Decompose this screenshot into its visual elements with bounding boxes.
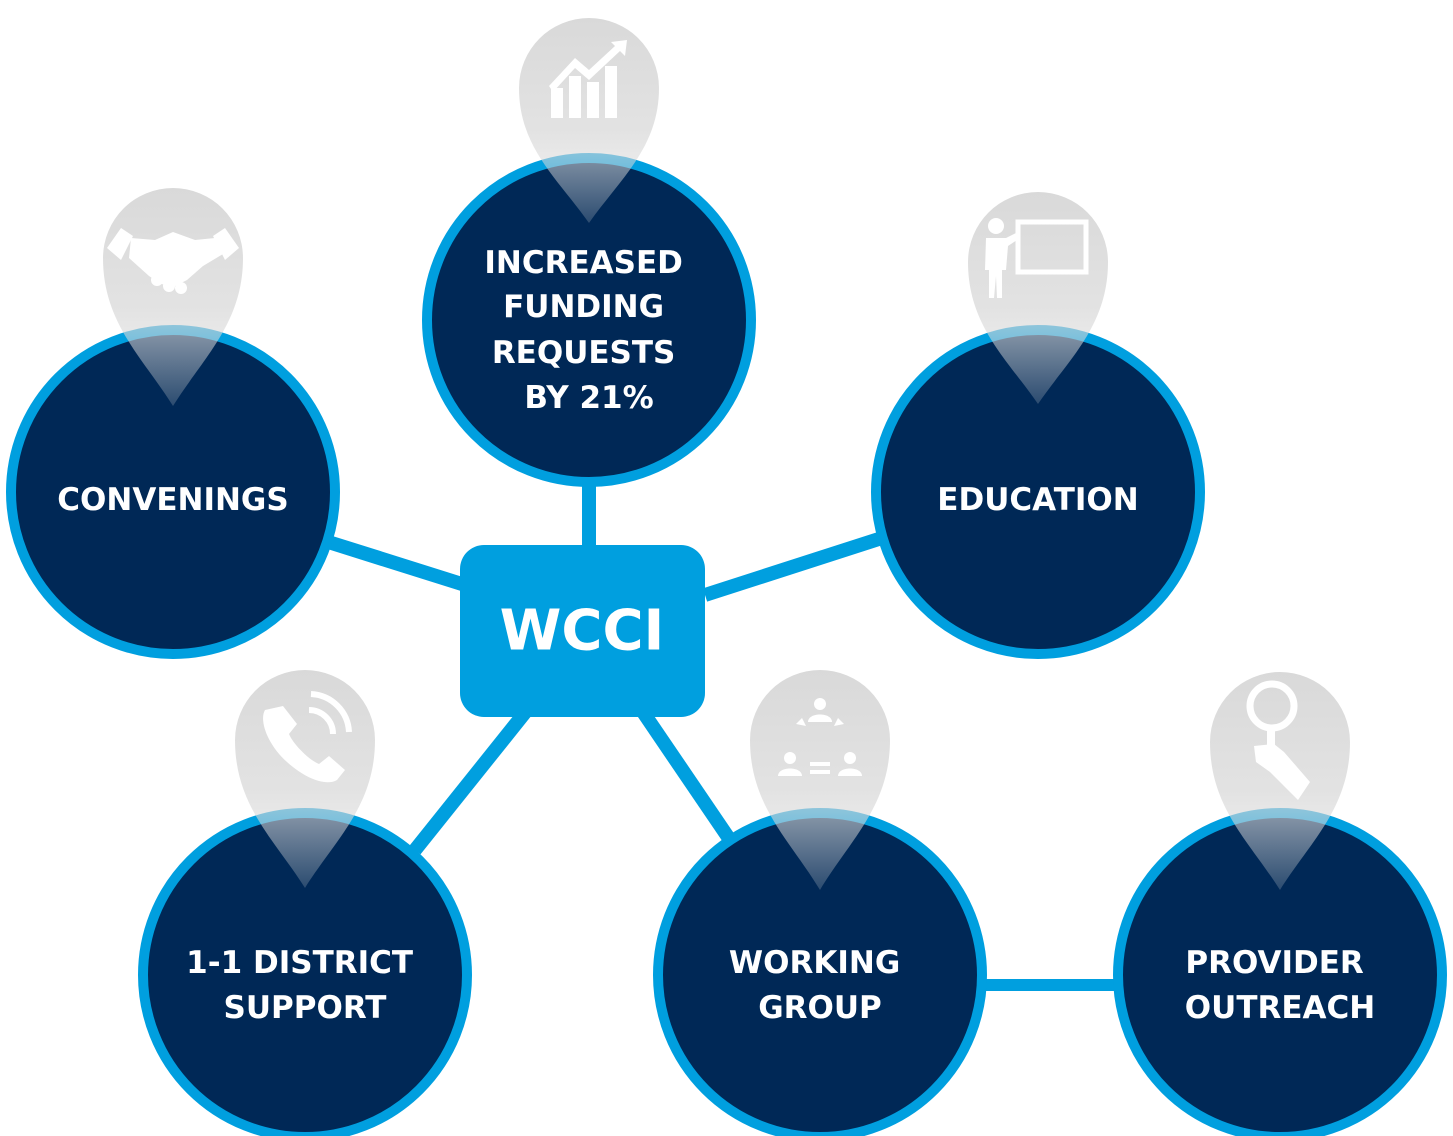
label-education: EDUCATION [937,482,1138,518]
edge-hub-education [702,530,888,602]
label-provider-outreach: PROVIDER OUTREACH [1185,945,1375,1026]
label-increased-funding: INCREASED FUNDING REQUESTS BY 21% [484,245,693,416]
edge-hub-working-group [637,708,736,844]
edge-hub-district-support [409,705,533,855]
label-line: INCREASED [484,245,683,281]
team-network-icon [750,670,890,890]
label-line: PROVIDER [1185,945,1364,981]
connector-lines [319,480,1120,991]
label-district-support: 1-1 DISTRICT SUPPORT [186,945,424,1026]
handshake-icon [103,188,243,406]
magnifier-hand-icon [1210,672,1350,890]
phone-icon [235,670,375,888]
label-line: OUTREACH [1185,990,1375,1026]
label-line: EDUCATION [937,482,1138,518]
hub-node: WCCI [460,545,705,717]
label-line: REQUESTS [492,335,676,371]
label-line: SUPPORT [224,990,387,1026]
presentation-board-icon [968,192,1108,404]
label-line: BY 21% [524,380,653,416]
label-line: FUNDING [503,289,664,325]
label-line: CONVENINGS [57,482,288,518]
hub-label: WCCI [500,599,665,664]
label-line: GROUP [758,990,882,1026]
hub-box [460,545,705,717]
growth-chart-icon [519,18,659,223]
label-convenings: CONVENINGS [57,482,288,518]
label-working-group: WORKING GROUP [729,945,911,1026]
label-line: 1-1 DISTRICT [186,945,413,981]
label-line: WORKING [729,945,900,981]
edge-hub-convenings [319,533,468,592]
